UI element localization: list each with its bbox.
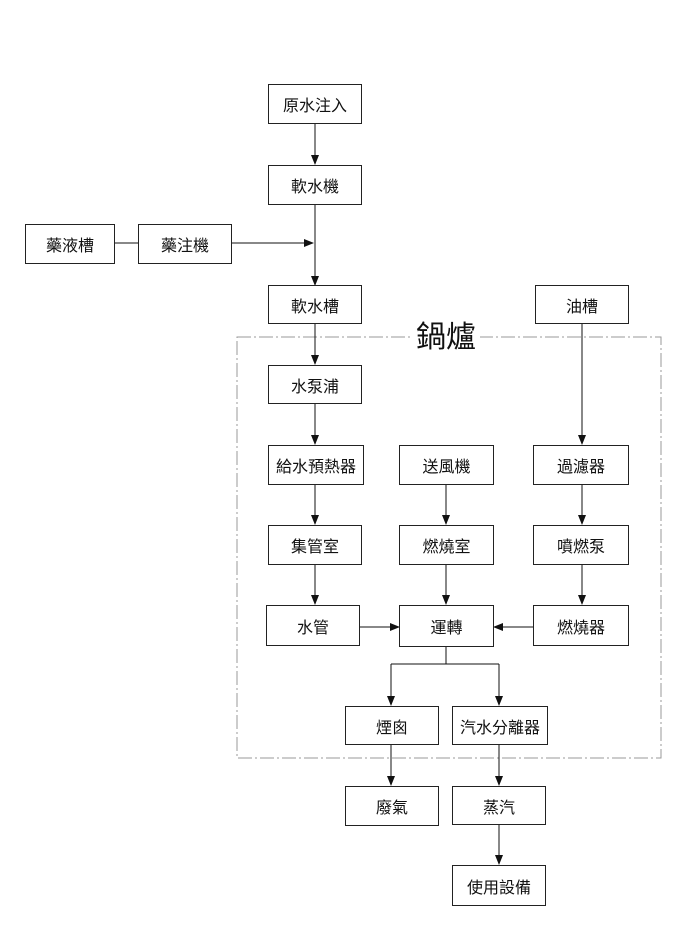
- node-operation: 運轉: [399, 605, 494, 647]
- node-chem-tank: 藥液槽: [25, 224, 115, 264]
- node-preheater: 給水預熱器: [268, 445, 364, 485]
- node-raw-water: 原水注入: [268, 84, 362, 124]
- node-equipment: 使用設備: [452, 865, 546, 906]
- node-burner: 燃燒器: [533, 605, 629, 646]
- node-furnace: 燃燒室: [399, 525, 494, 565]
- node-pump: 水泵浦: [268, 365, 362, 404]
- node-header: 集管室: [268, 525, 362, 565]
- node-chimney: 煙囪: [345, 706, 439, 745]
- node-oil-tank: 油槽: [535, 285, 629, 324]
- node-filter: 過濾器: [533, 445, 629, 485]
- node-fuel-pump: 噴燃泵: [533, 525, 629, 565]
- node-blower: 送風機: [399, 445, 494, 485]
- node-chem-injector: 藥注機: [138, 224, 232, 264]
- node-tubes: 水管: [266, 605, 360, 646]
- node-steam: 蒸汽: [452, 786, 546, 825]
- node-softener: 軟水機: [268, 165, 362, 205]
- node-soft-tank: 軟水槽: [268, 285, 362, 324]
- node-separator: 汽水分離器: [452, 706, 548, 745]
- boiler-title: 鍋爐: [412, 318, 480, 358]
- node-exhaust: 廢氣: [345, 786, 439, 826]
